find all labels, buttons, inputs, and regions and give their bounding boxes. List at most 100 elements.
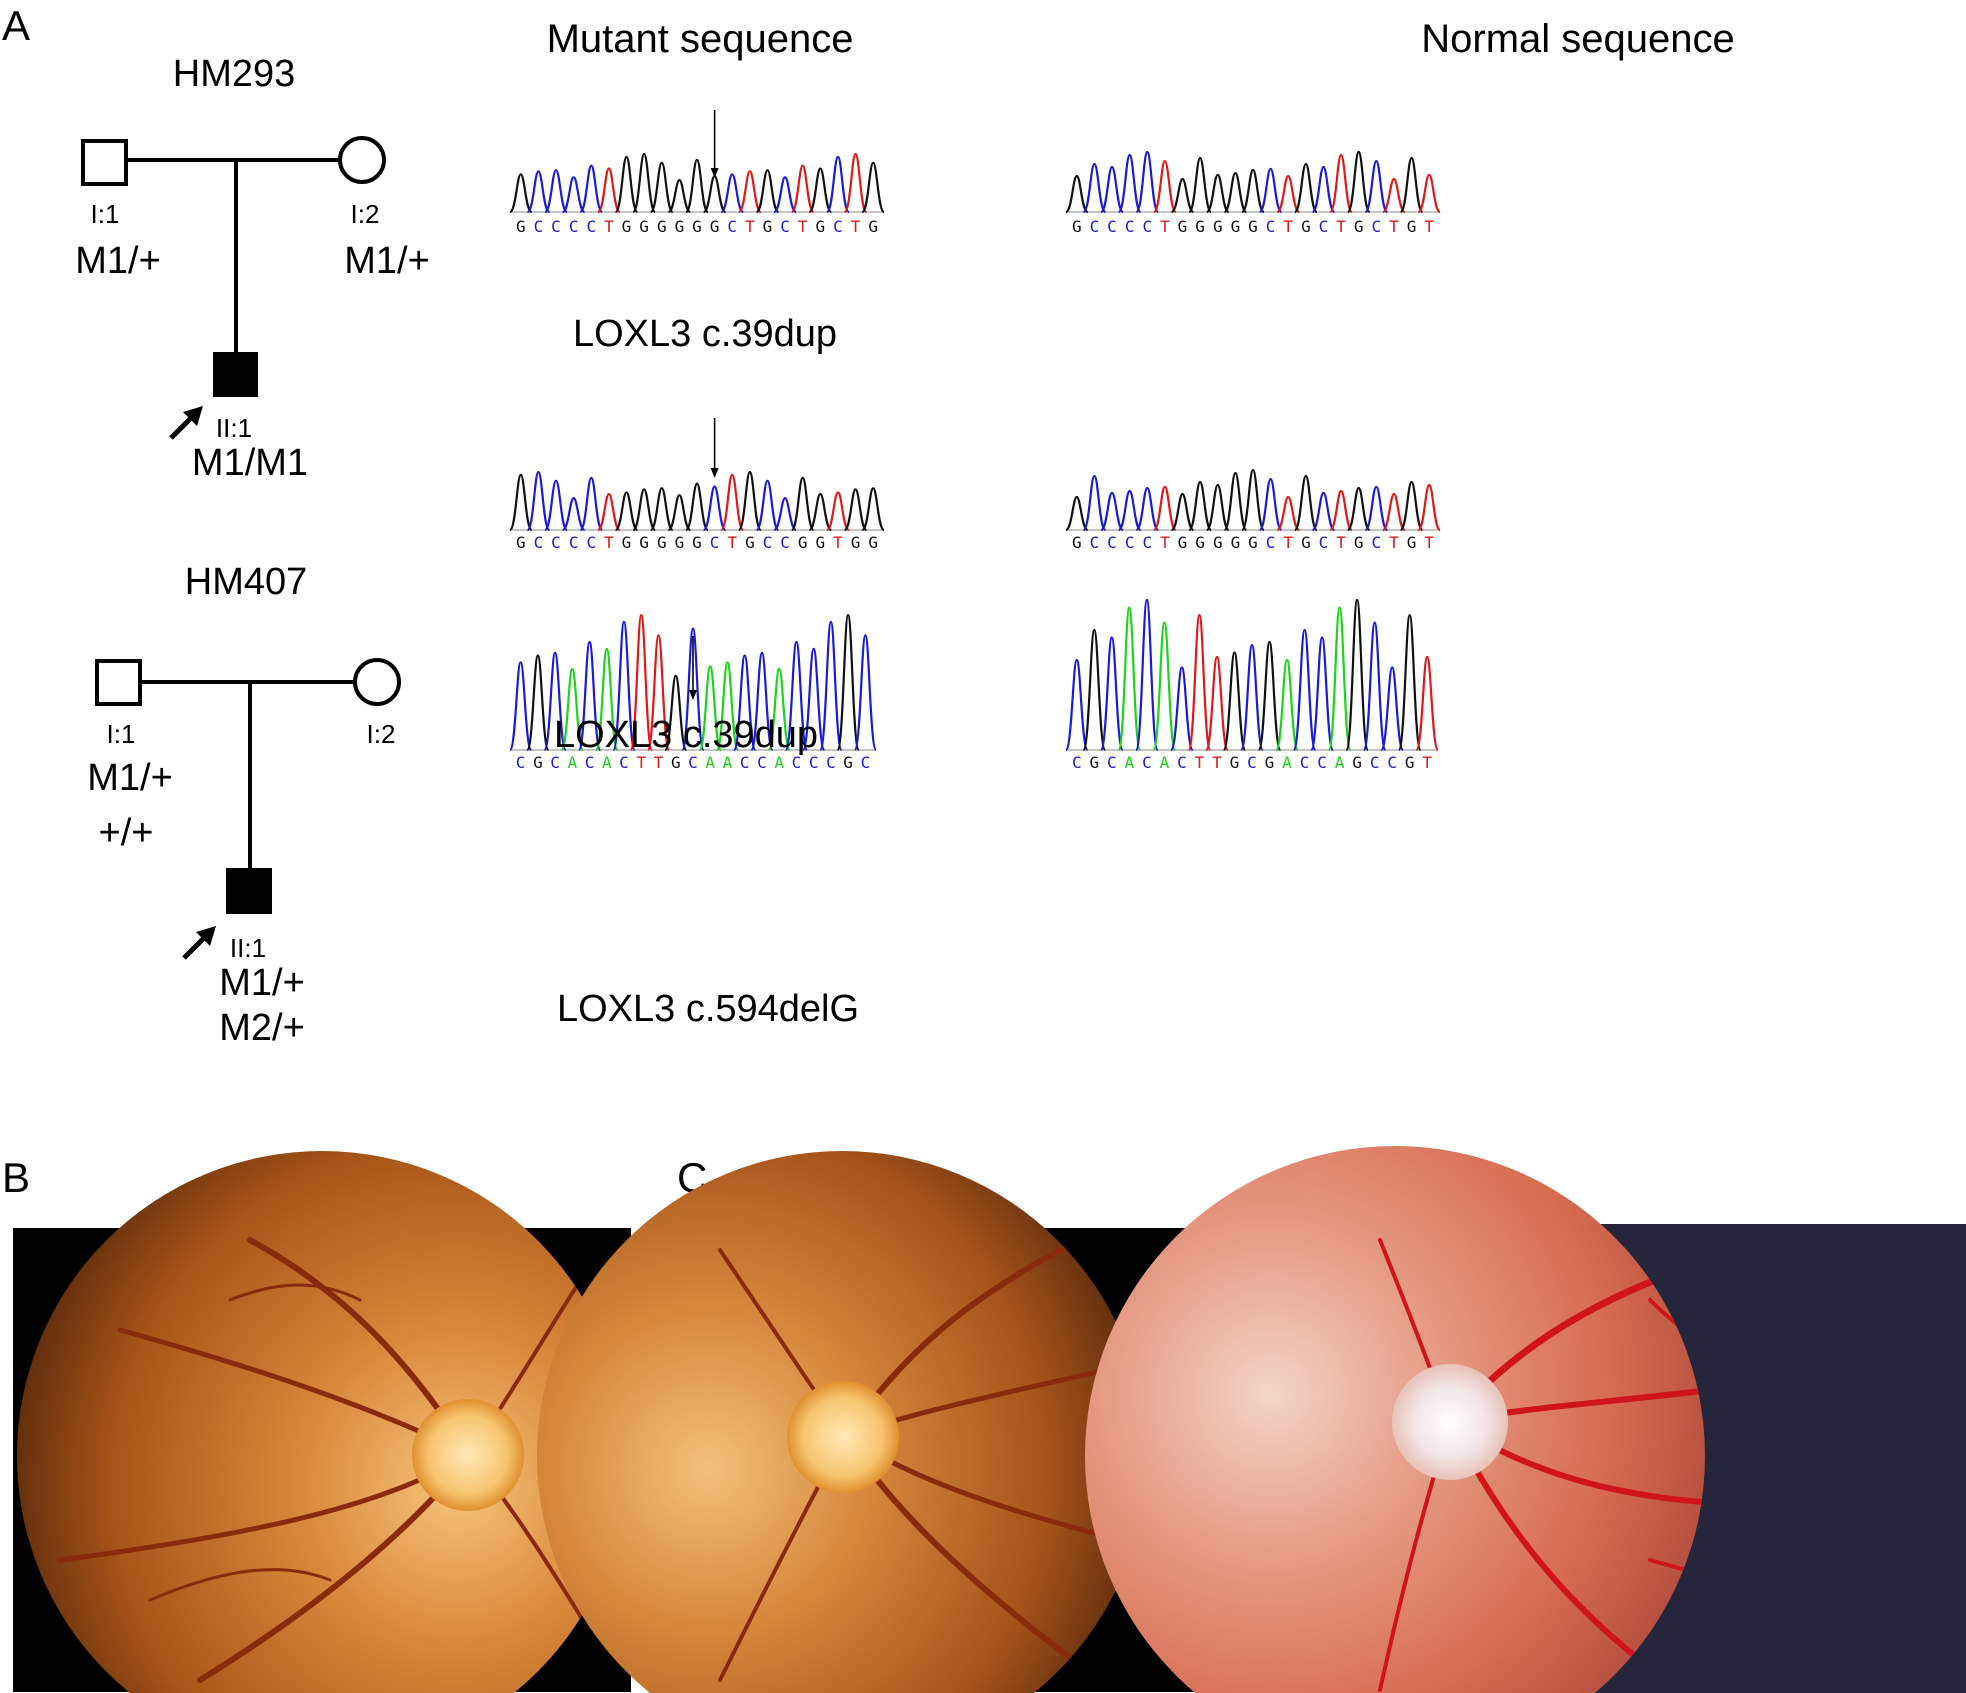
base-call: G [692, 217, 702, 236]
base-peak [1399, 156, 1424, 214]
base-peak [836, 613, 860, 752]
base-peak [1346, 486, 1371, 532]
proband-genotype: M1/M1 [192, 442, 308, 484]
base-peak [629, 613, 654, 752]
mutation-arrow-icon [710, 418, 719, 478]
base-peak [1205, 483, 1230, 532]
proband-arrow-icon [169, 406, 203, 440]
base-peak [1152, 485, 1177, 532]
base-call: C [688, 753, 698, 772]
base-call: G [1301, 533, 1311, 552]
base-peak [1117, 489, 1142, 532]
base-call: C [792, 753, 802, 772]
base-peak [1065, 495, 1089, 532]
proband-arrow-icon [182, 926, 216, 960]
base-call: C [516, 753, 526, 772]
base-peak [1223, 171, 1248, 214]
base-call: G [671, 753, 681, 772]
base-peak [508, 173, 533, 214]
mutation-arrow-icon [710, 110, 719, 178]
base-peak [1187, 613, 1212, 752]
proband-symbol [226, 868, 272, 914]
base-call: G [843, 753, 853, 772]
base-call: C [1266, 533, 1276, 552]
base-call: G [868, 533, 878, 552]
base-call: G [1230, 753, 1240, 772]
base-call: G [1195, 217, 1205, 236]
base-call: C [619, 753, 629, 772]
base-peak [755, 479, 780, 532]
base-call: A [567, 753, 577, 772]
base-call: C [1177, 753, 1187, 772]
base-peak [1240, 643, 1264, 752]
base-peak [1329, 489, 1354, 532]
base-call: T [851, 217, 861, 236]
base-call: T [1160, 533, 1170, 552]
base-peak [1310, 636, 1335, 752]
base-call: C [551, 533, 561, 552]
base-call: A [602, 753, 612, 772]
base-peak [1381, 492, 1406, 532]
base-peak [819, 620, 843, 752]
base-peak [801, 647, 826, 752]
base-peak [596, 492, 621, 532]
base-peak [1152, 621, 1177, 752]
base-peak [1293, 162, 1318, 214]
base-peak [790, 164, 815, 214]
base-peak [784, 640, 809, 752]
father-id: I:1 [107, 719, 136, 749]
base-call: C [534, 217, 544, 236]
family-id: HM407 [185, 561, 308, 603]
base-peak [560, 667, 585, 752]
base-call: C [1317, 753, 1327, 772]
base-call: G [516, 217, 526, 236]
base-peak [737, 170, 762, 214]
base-call: C [763, 533, 773, 552]
base-peak [702, 174, 727, 214]
panel-label-a: A [2, 2, 30, 49]
mutation-label-2: LOXL3 c.39dup [554, 714, 818, 756]
base-peak [1417, 483, 1442, 532]
normal-sequence-header: Normal sequence [1421, 17, 1735, 61]
base-peak [720, 473, 745, 532]
base-peak [843, 152, 868, 214]
base-call: G [1213, 533, 1223, 552]
base-peak [825, 491, 850, 532]
base-call: G [1248, 533, 1258, 552]
base-peak [1258, 167, 1283, 214]
base-call: C [1125, 217, 1135, 236]
mother-id: I:2 [367, 719, 396, 749]
proband-id: II:1 [216, 413, 252, 443]
base-call: G [1407, 217, 1417, 236]
base-peak [526, 170, 551, 214]
base-call: G [675, 217, 685, 236]
base-call: T [1424, 217, 1434, 236]
proband-genotype-2: M2/+ [219, 1007, 305, 1049]
base-peak [526, 654, 550, 752]
base-peak [773, 176, 797, 214]
base-call: G [1354, 533, 1364, 552]
base-peak [773, 496, 797, 532]
base-peak [649, 487, 674, 532]
base-call: T [833, 533, 843, 552]
base-call: C [1266, 217, 1276, 236]
base-call: T [1283, 217, 1293, 236]
base-call: G [798, 533, 808, 552]
base-call: C [1300, 753, 1310, 772]
base-peak [825, 155, 850, 214]
base-call: G [745, 533, 755, 552]
base-call: C [1319, 217, 1329, 236]
base-peak [562, 176, 586, 214]
base-peak [685, 482, 709, 532]
base-peak [853, 634, 878, 752]
mutant-sequence-header: Mutant sequence [547, 17, 854, 61]
mother-genotype: M1/+ [344, 240, 430, 282]
base-call: G [657, 217, 667, 236]
base-peak [1382, 177, 1406, 214]
base-peak [1380, 666, 1405, 752]
base-call: G [1213, 217, 1223, 236]
base-peak [632, 488, 657, 532]
